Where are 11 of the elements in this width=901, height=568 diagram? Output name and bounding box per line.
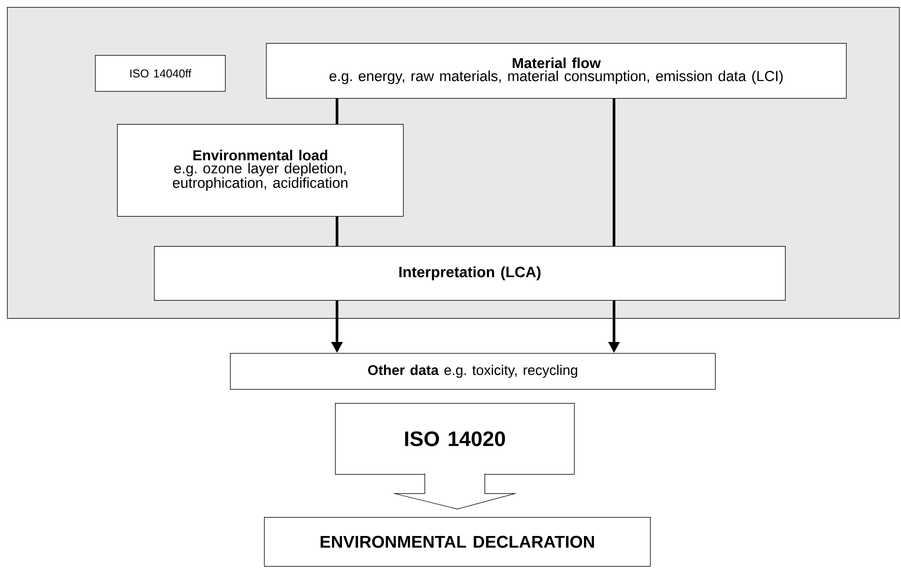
label-box: ISO 14040ff — [95, 55, 226, 92]
declaration-box: ENVIRONMENTAL DECLARATION — [264, 517, 651, 567]
connector-line — [612, 98, 616, 246]
process-box: Other data e.g. toxicity, recycling — [230, 353, 716, 390]
standard-box: ISO 14020 — [335, 403, 575, 475]
connector-line — [336, 98, 338, 124]
process-box: Environmental load e.g. ozone layer depletion, eutrophication, acidification — [117, 124, 404, 217]
block-arrow — [392, 473, 518, 510]
connector-line — [336, 216, 338, 246]
process-box: Material flow e.g. energy, raw materials, material consumption, emission data (LCI) — [266, 43, 847, 99]
process-box: Interpretation (LCA) — [154, 246, 786, 301]
